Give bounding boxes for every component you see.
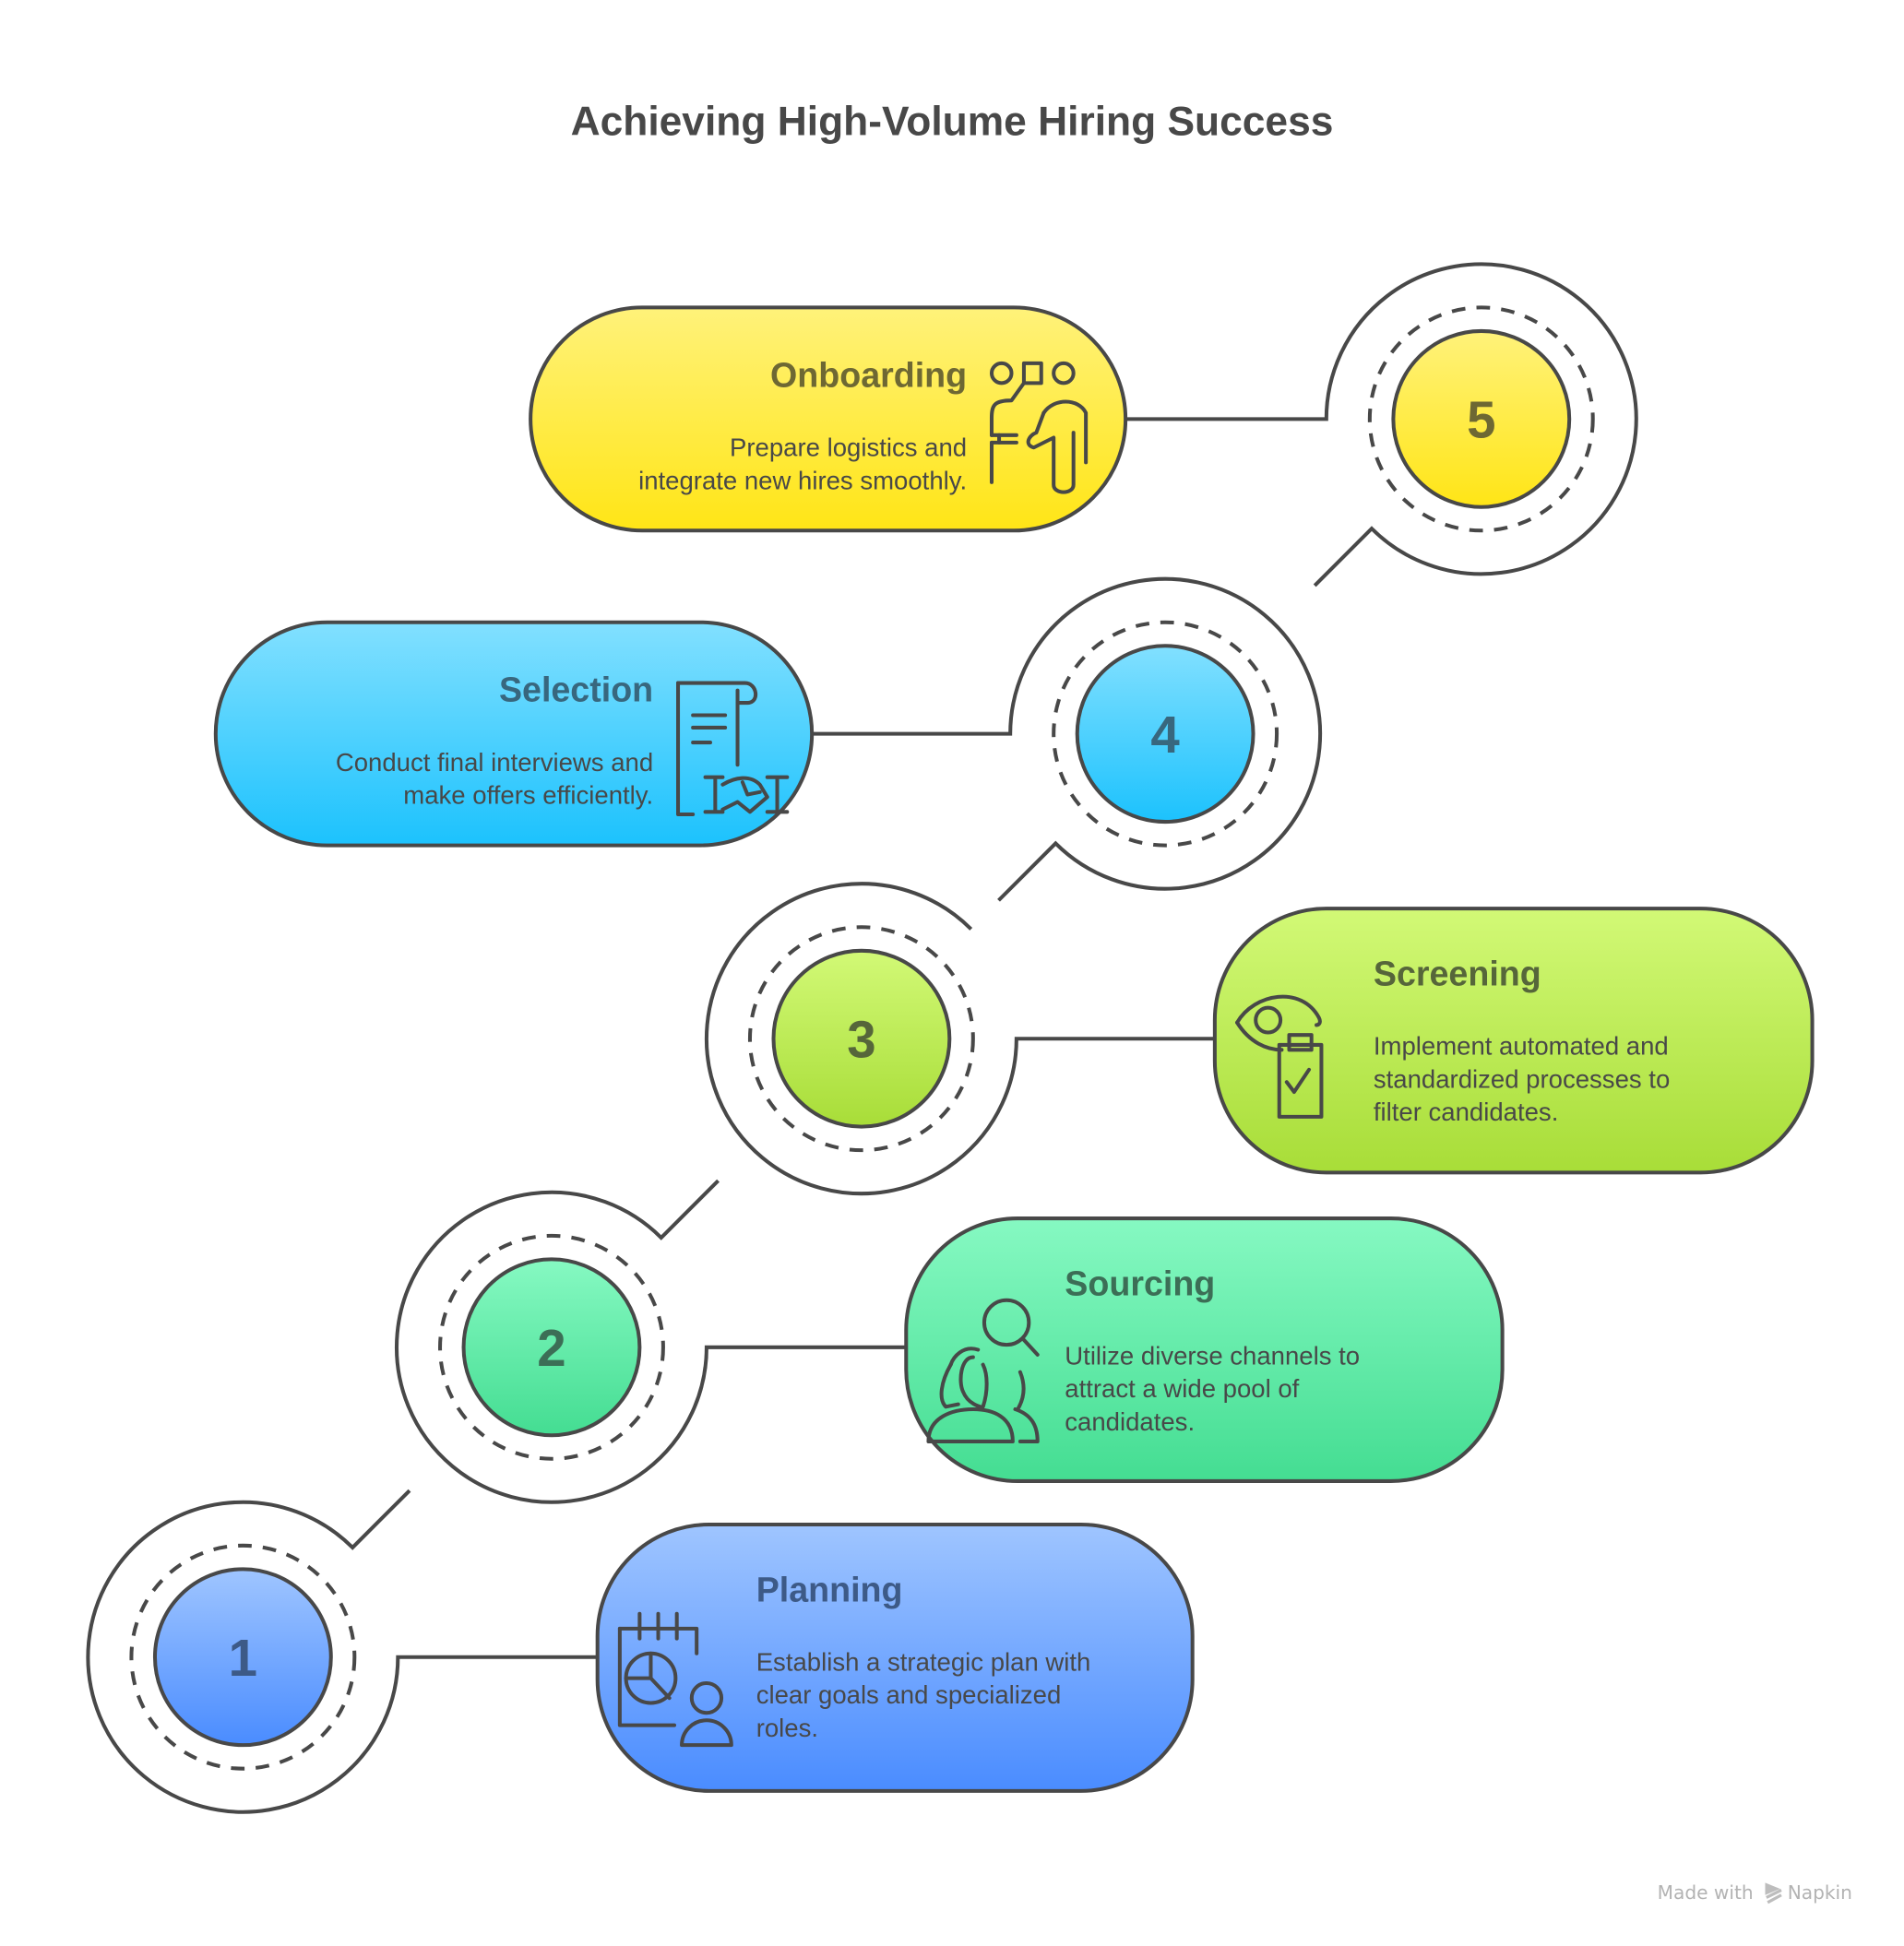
card-title: Planning (756, 1570, 903, 1608)
diagram-title: Achieving High-Volume Hiring Success (571, 100, 1334, 145)
step-number: 2 (537, 1319, 565, 1377)
step-circles: 1 2 3 4 5 (129, 305, 1595, 1771)
connector-ring-3 (704, 882, 1215, 1196)
calendar-chart-person-icon (617, 1611, 733, 1748)
card-description-line: clear goals and specialized (756, 1680, 1062, 1709)
card-description-line: integrate new hires smoothly. (638, 466, 967, 494)
card-background (904, 1216, 1505, 1483)
card-background (595, 1522, 1195, 1793)
card-description-line: attract a wide pool of (1065, 1374, 1299, 1403)
card-description-line: roles. (756, 1714, 818, 1742)
napkin-brand-label: Napkin (1788, 1881, 1852, 1904)
presenter-trainee-icon (989, 361, 1089, 494)
step-number-circle (461, 1257, 642, 1438)
card-description-line: make offers efficiently. (403, 781, 653, 810)
step-number-circle (152, 1567, 333, 1748)
card-description-line: Conduct final interviews and (336, 748, 653, 777)
eye-clipboard-check-icon (1235, 994, 1324, 1119)
card-background (213, 620, 815, 848)
connector-ring-1 (86, 1489, 598, 1814)
napkin-watermark[interactable]: Made with Napkin (1658, 1881, 1852, 1904)
step-marker-5[interactable]: 5 (1367, 305, 1595, 533)
dashed-ring (438, 1233, 665, 1461)
napkin-logo-icon (1765, 1882, 1782, 1904)
made-with-label: Made with (1658, 1881, 1754, 1904)
card-title: Sourcing (1065, 1264, 1215, 1302)
step-number-circle (1391, 328, 1572, 509)
card-description-line: Utilize diverse channels to (1065, 1342, 1360, 1371)
card-title: Onboarding (770, 355, 967, 394)
connector-ring-4 (812, 576, 1323, 902)
step-number: 4 (1150, 706, 1180, 764)
step-number: 5 (1467, 391, 1495, 449)
step-marker-4[interactable]: 4 (1052, 620, 1279, 848)
card-background (1212, 907, 1815, 1175)
card-description-line: standardized processes to (1374, 1064, 1670, 1093)
card-background (529, 305, 1128, 533)
contract-handshake-icon (676, 681, 790, 817)
card-title: Screening (1374, 954, 1541, 992)
step-number: 3 (847, 1010, 875, 1068)
card-description-line: Prepare logistics and (730, 433, 967, 462)
step-marker-1[interactable]: 1 (129, 1543, 357, 1771)
card-description-line: filter candidates. (1374, 1098, 1558, 1126)
step-marker-3[interactable]: 3 (747, 925, 975, 1153)
dashed-ring (747, 925, 975, 1153)
step-number-circle (771, 948, 952, 1129)
dashed-ring (1367, 305, 1595, 533)
card-title: Selection (499, 670, 653, 709)
card-description-line: candidates. (1065, 1407, 1195, 1436)
card-description-line: Establish a strategic plan with (756, 1648, 1091, 1677)
dashed-ring (1052, 620, 1279, 848)
step-marker-2[interactable]: 2 (438, 1233, 665, 1461)
people-search-icon (926, 1298, 1040, 1443)
connector-ring-2 (394, 1179, 907, 1504)
step-number-circle (1075, 644, 1255, 825)
step-number: 1 (229, 1629, 257, 1687)
connectors (86, 262, 1638, 1814)
connector-ring-5 (1125, 262, 1638, 587)
dashed-ring (129, 1543, 357, 1771)
card-description-line: Implement automated and (1374, 1032, 1669, 1061)
